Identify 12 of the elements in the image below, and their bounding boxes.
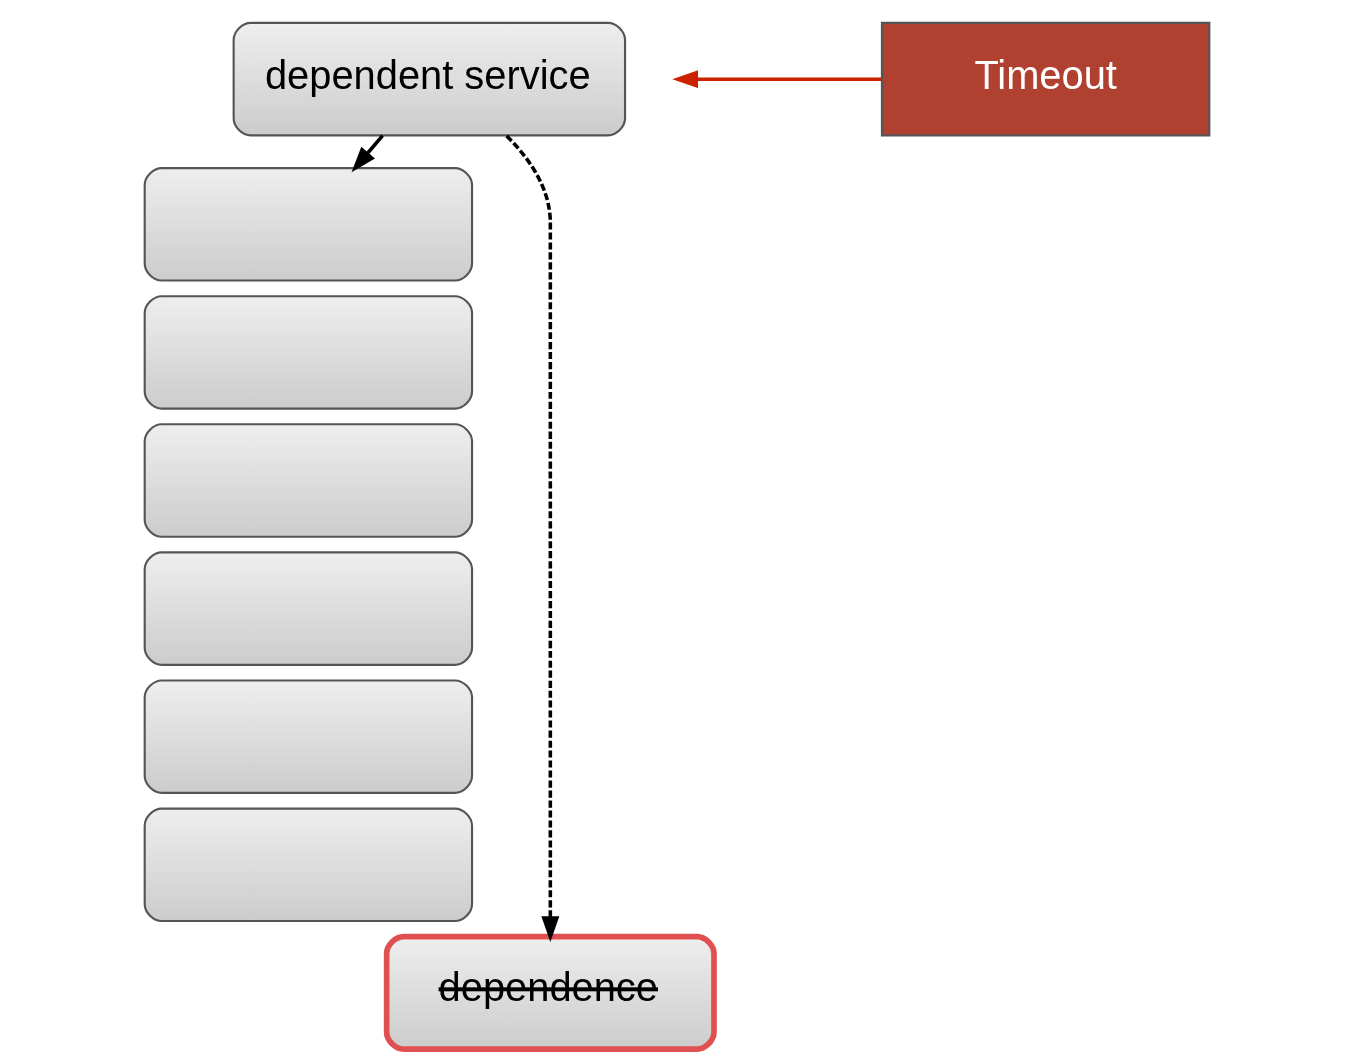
node-box: Timeout xyxy=(880,21,1211,137)
node-box xyxy=(143,167,474,282)
node-box xyxy=(143,551,474,666)
node-box xyxy=(143,295,474,410)
node-box xyxy=(143,679,474,794)
node-box: dependence xyxy=(383,933,717,1052)
node-box: dependent service xyxy=(232,21,627,137)
node-box xyxy=(143,807,474,923)
arrow xyxy=(672,70,882,89)
arrow xyxy=(505,134,560,942)
arrow xyxy=(351,134,384,173)
node-box xyxy=(143,423,474,538)
